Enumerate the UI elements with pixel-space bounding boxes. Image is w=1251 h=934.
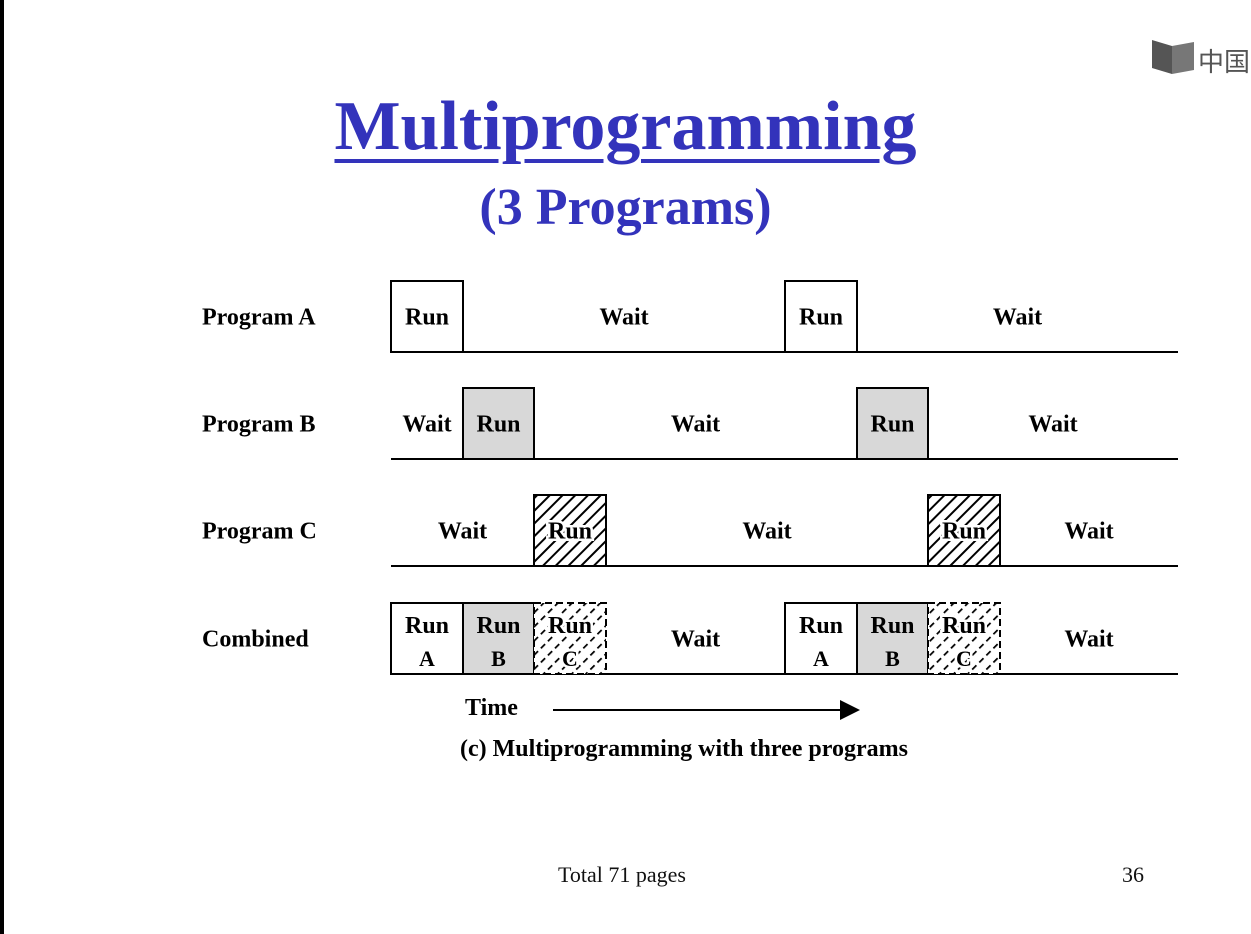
segment-label: Run [942,613,986,639]
run-segment: Run [784,280,858,353]
row-label-program-c: Program C [202,519,317,545]
segment-label: Wait [742,519,791,545]
run-box [390,280,464,353]
brand-text: 中国 [1198,48,1251,78]
wait-segment: Wait [1064,627,1113,653]
wait-segment: Wait [402,412,451,438]
segment-label: Run [799,613,843,639]
brand-logo [1150,38,1251,78]
row-program-a: Program A Run Wait Run Wait [202,280,1178,353]
wait-segment: Wait [671,627,720,653]
segment-label: Run [548,519,592,545]
run-box [856,387,929,460]
row-program-b: Program B Wait Run Wait Run Wait [202,387,1178,460]
segment-label: Run [942,519,986,545]
slide-subtitle: (3 Programs) [479,179,772,236]
run-segment: Run [462,387,535,460]
row-program-c: Program C Wait Run Wait Run Wait [202,494,1178,567]
segment-label: Run [476,613,520,639]
segment-label: Wait [438,519,487,545]
page-number: 36 [1122,862,1144,887]
run-segment: Run [533,494,607,567]
run-box [927,602,1001,675]
run-box [533,494,607,567]
wait-segment: Wait [1028,412,1077,438]
left-border [0,0,4,934]
segment-label: Wait [1064,627,1113,653]
wait-segment: Wait [438,519,487,545]
segment-label: Run [405,305,449,331]
run-box [784,280,858,353]
run-box [462,387,535,460]
segment-label: Run [799,305,843,331]
diagram-caption: (c) Multiprogramming with three programs [460,736,908,762]
segment-label: Run [405,613,449,639]
footer-total-pages: Total 71 pages [558,862,686,887]
brand-icon [1152,40,1194,74]
segment-label: Wait [402,412,451,438]
segment-label: Run [476,412,520,438]
segment-program-label: C [562,646,578,671]
segment-program-label: B [491,646,506,671]
row-label-program-b: Program B [202,412,316,438]
wait-segment: Wait [671,412,720,438]
segment-label: Wait [1064,519,1113,545]
time-label: Time [465,695,518,721]
run-box [784,602,858,675]
row-label-combined: Combined [202,627,309,653]
segment-label: Wait [671,627,720,653]
wait-segment: Wait [1064,519,1113,545]
run-box [856,602,929,675]
segment-label: Wait [599,305,648,331]
run-segment: Run [856,387,929,460]
segment-label: Run [548,613,592,639]
wait-segment: Wait [742,519,791,545]
segment-program-label: A [813,646,829,671]
segment-program-label: C [956,646,972,671]
segment-label: Wait [671,412,720,438]
wait-segment: Wait [599,305,648,331]
segment-program-label: B [885,646,900,671]
segment-label: Run [870,613,914,639]
run-box [390,602,464,675]
row-label-program-a: Program A [202,305,316,331]
run-box [533,602,607,675]
segment-label: Run [870,412,914,438]
wait-segment: Wait [993,305,1042,331]
run-segment: Run [927,494,1001,567]
segment-program-label: A [419,646,435,671]
run-segment: Run [390,280,464,353]
slide-title: Multiprogramming [334,88,917,165]
segment-label: Wait [1028,412,1077,438]
run-box [927,494,1001,567]
segment-label: Wait [993,305,1042,331]
